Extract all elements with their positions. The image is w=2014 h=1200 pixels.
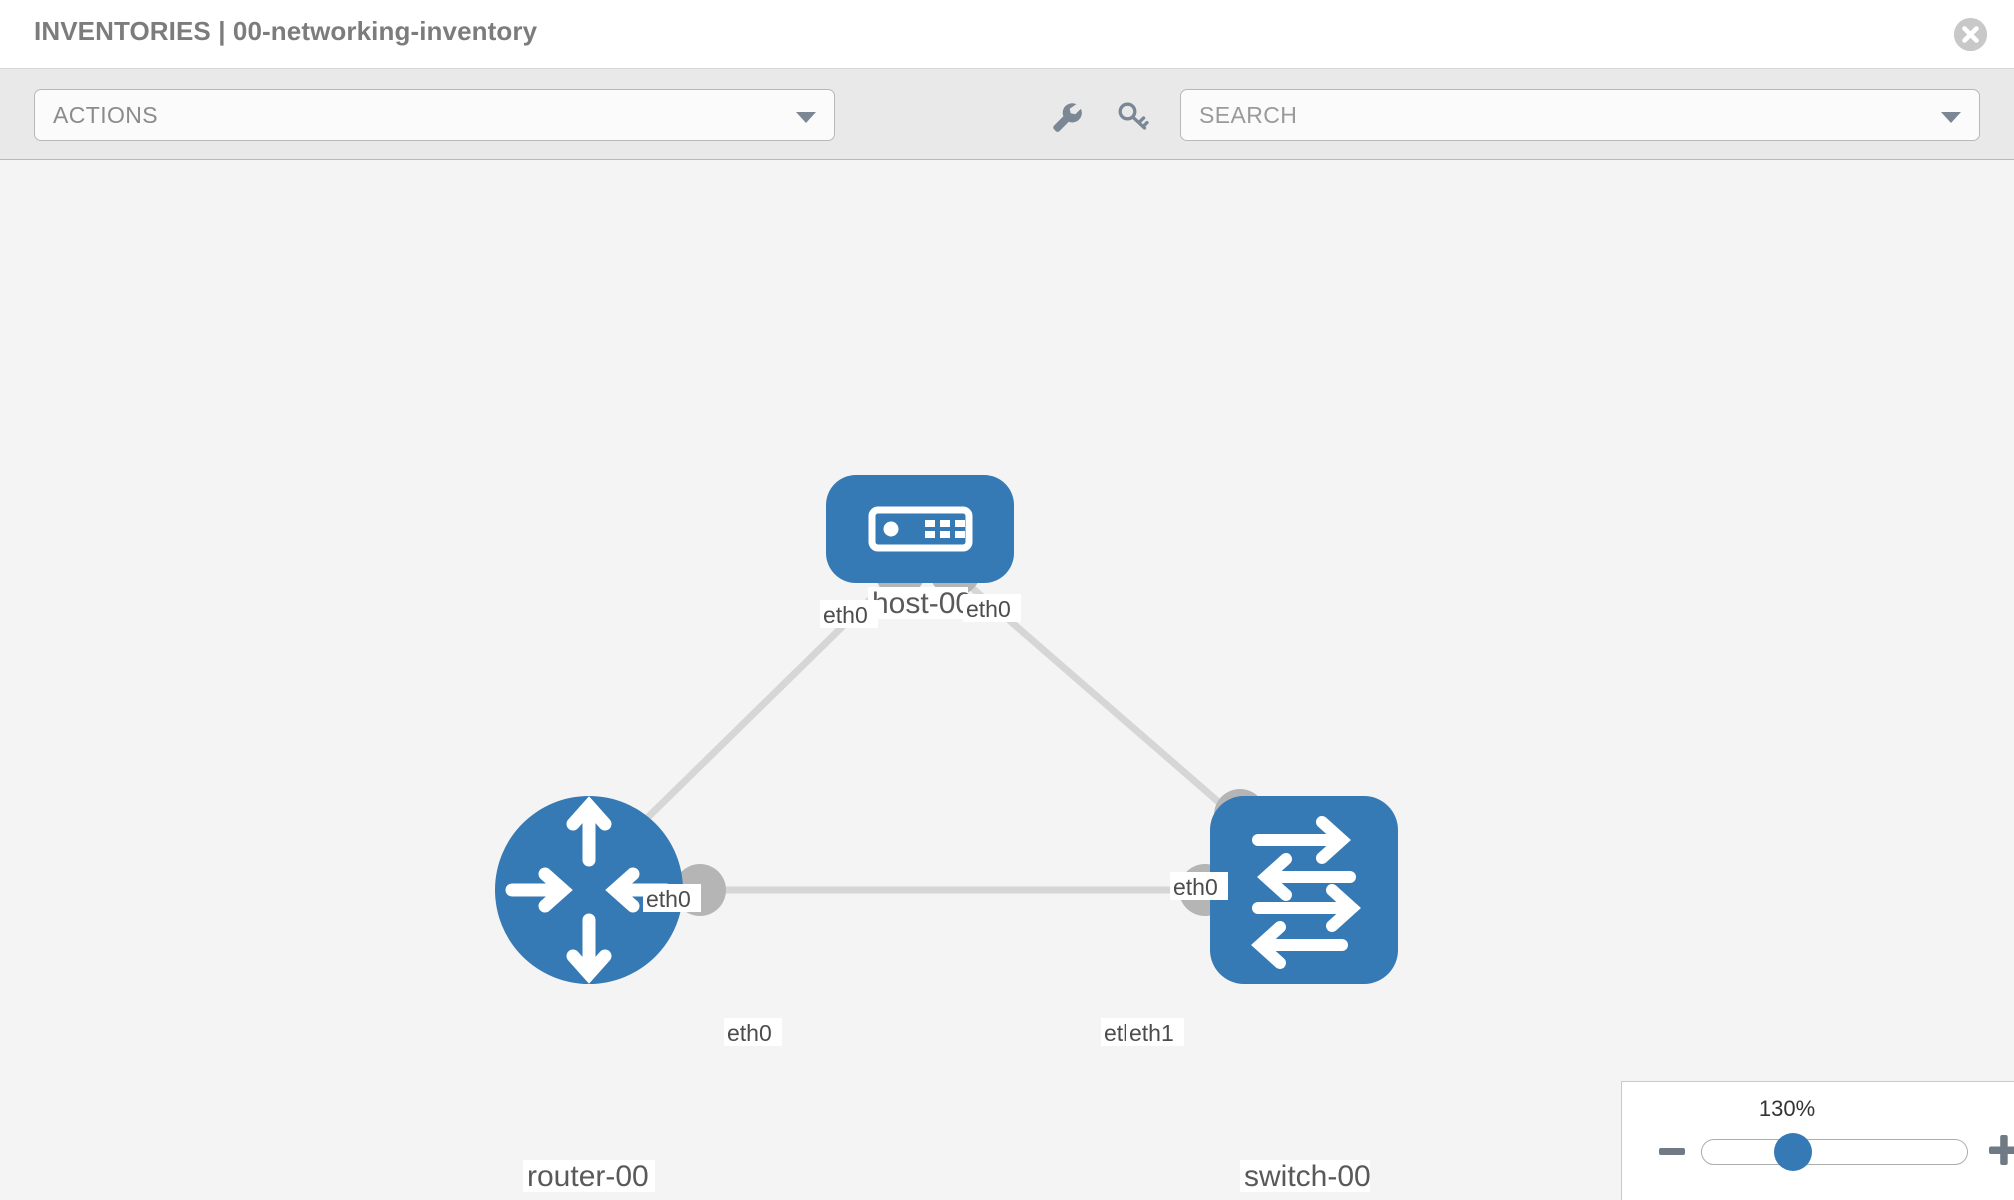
chevron-down-icon	[1941, 112, 1961, 123]
actions-dropdown[interactable]: ACTIONS	[34, 89, 835, 141]
page-title: INVENTORIES | 00-networking-inventory	[34, 16, 538, 46]
zoom-control-panel: 130%	[1621, 1081, 2014, 1200]
edge-label: eth0	[1170, 872, 1228, 900]
zoom-level-label: 130%	[1758, 1096, 1816, 1121]
link-layer	[637, 577, 1250, 894]
topology-canvas[interactable]: host-00	[0, 160, 2014, 1200]
chevron-down-icon	[796, 112, 816, 123]
page-header: INVENTORIES | 00-networking-inventory	[0, 0, 2014, 69]
toolbar: ACTIONS SEARCH	[0, 69, 2014, 160]
edge-label: eth1	[1126, 1018, 1184, 1046]
edge-label: eth0	[963, 594, 1021, 622]
edge-label-text: eth0	[1173, 874, 1218, 900]
node-switch-00[interactable]: switch-00	[1210, 796, 1398, 1193]
zoom-out-button[interactable]	[1658, 1138, 1686, 1166]
search-input[interactable]: SEARCH	[1180, 89, 1980, 141]
edge-label-text: eth0	[966, 596, 1011, 622]
node-host-00[interactable]: host-00	[826, 475, 1014, 620]
switch-icon	[1251, 816, 1361, 969]
actions-dropdown-label: ACTIONS	[53, 102, 159, 128]
edge-label: eth0	[820, 600, 878, 628]
zoom-slider-track[interactable]	[1701, 1139, 1968, 1165]
node-label-router-00: router-00	[527, 1160, 649, 1193]
edge-label-text: eth1	[1129, 1020, 1174, 1046]
server-icon	[868, 506, 973, 552]
close-icon[interactable]	[1954, 18, 1987, 51]
node-label-switch-00: switch-00	[1244, 1160, 1371, 1193]
zoom-in-button[interactable]	[1988, 1134, 2014, 1166]
zoom-slider-thumb[interactable]	[1774, 1133, 1812, 1171]
search-input-value: SEARCH	[1199, 102, 1298, 128]
edge-label-text: eth0	[646, 886, 691, 912]
edge-label-text: eth0	[727, 1020, 772, 1046]
topology-graph: host-00	[495, 475, 1398, 1193]
node-label-host-00: host-00	[872, 587, 972, 620]
edge-label: eth0	[724, 1018, 782, 1046]
key-icon[interactable]	[1114, 97, 1152, 135]
wrench-icon[interactable]	[1046, 97, 1084, 135]
edge-label-layer: eth0 eth0 eth0 eth0 eth0	[643, 594, 1228, 1046]
edge-label-text: eth0	[823, 602, 868, 628]
edge-label: eth0	[643, 884, 701, 912]
node-router-00[interactable]: router-00	[495, 796, 683, 1193]
